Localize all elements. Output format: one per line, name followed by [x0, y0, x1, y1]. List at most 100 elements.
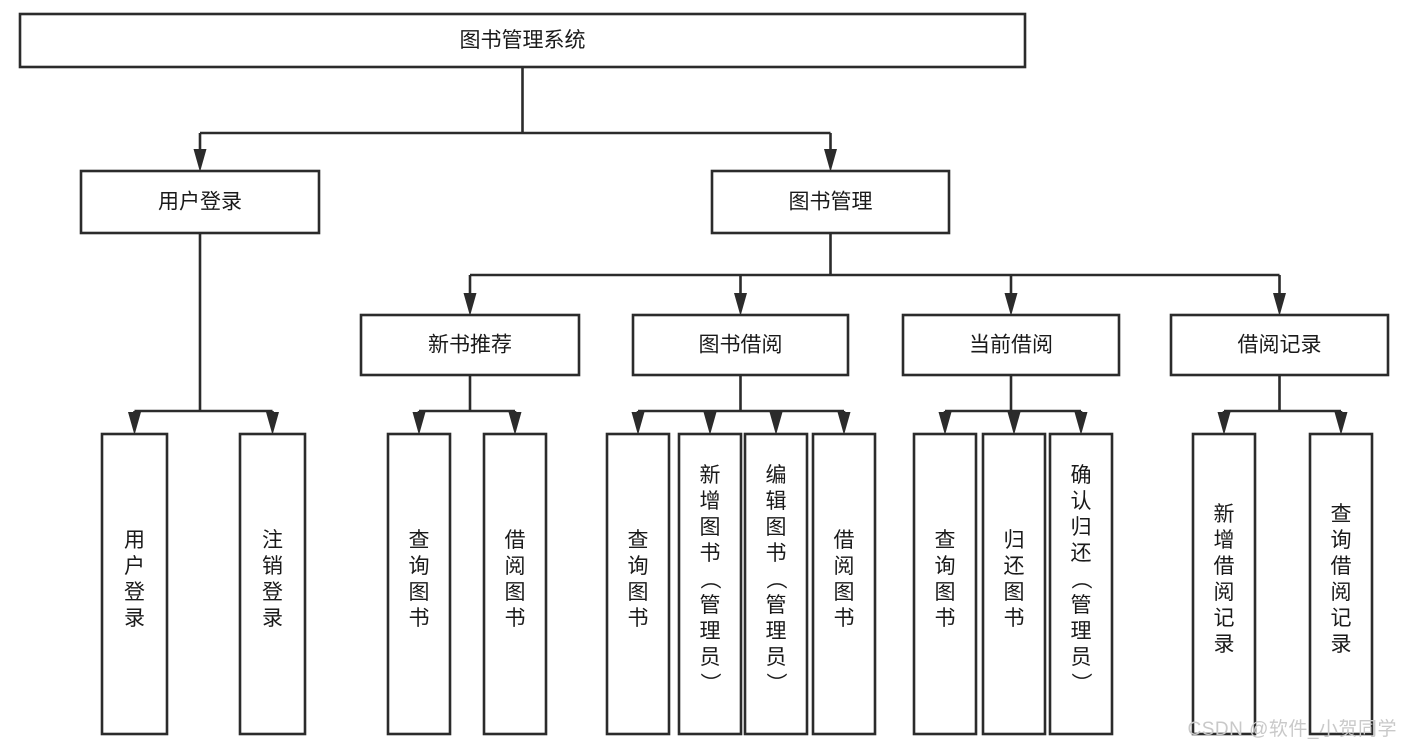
node-label-char: 阅: [1331, 581, 1352, 604]
node-box[interactable]: [359, 313, 581, 377]
node-label-char: 管: [700, 594, 721, 617]
edge-group-n-login: [128, 233, 279, 435]
arrow-head-icon: [1217, 412, 1231, 435]
node-label-char: 图: [505, 581, 526, 604]
node-box[interactable]: [677, 432, 743, 736]
node-box[interactable]: [811, 432, 877, 736]
node-label-char: ）: [698, 673, 721, 694]
node-box[interactable]: [386, 432, 452, 736]
node-box[interactable]: [631, 313, 850, 377]
node-label-char: 归: [1071, 516, 1092, 539]
node-box[interactable]: [1048, 432, 1114, 736]
node-label-char: 新: [1214, 503, 1235, 526]
node-label: 用户登录: [158, 191, 242, 214]
node-box[interactable]: [981, 432, 1047, 736]
node-label-char: 登: [262, 581, 283, 604]
node-n-newrec[interactable]: 新书推荐: [359, 313, 581, 377]
node-box[interactable]: [18, 12, 1027, 69]
node-box[interactable]: [1169, 313, 1390, 377]
node-box[interactable]: [901, 313, 1121, 377]
arrow-head-icon: [412, 412, 426, 435]
edges-layer: [128, 67, 1348, 435]
node-label-char: ）: [1069, 673, 1092, 694]
node-label-char: 询: [935, 555, 956, 578]
node-label-char: 书: [700, 542, 721, 565]
node-label-char: 查: [628, 529, 649, 552]
node-label-char: 注: [262, 529, 283, 552]
node-label-char: 记: [1331, 607, 1352, 630]
node-label-char: 图: [409, 581, 430, 604]
nodes-layer: 图书管理系统用户登录图书管理新书推荐图书借阅当前借阅借阅记录用户登录注销登录查询…: [18, 12, 1390, 736]
arrow-head-icon: [769, 412, 783, 435]
node-label-char: 书: [409, 607, 430, 630]
node-root[interactable]: 图书管理系统: [18, 12, 1027, 69]
node-label-char: 确: [1071, 464, 1092, 487]
arrow-head-icon: [266, 412, 279, 435]
node-box[interactable]: [710, 169, 951, 235]
arrow-head-icon: [1004, 293, 1018, 316]
node-box[interactable]: [1308, 432, 1374, 736]
arrow-head-icon: [631, 412, 645, 435]
node-label-char: 图: [1004, 581, 1025, 604]
node-label-char: 增: [700, 490, 721, 513]
node-label: 图书管理系统: [460, 29, 586, 52]
node-n-current[interactable]: 当前借阅: [901, 313, 1121, 377]
node-label-char: 借: [1331, 555, 1352, 578]
node-label-char: 记: [1214, 607, 1235, 630]
edge-group-root: [193, 67, 837, 172]
node-label-char: 查: [935, 529, 956, 552]
arrow-head-icon: [824, 149, 837, 172]
node-label-char: 管: [1071, 594, 1092, 617]
node-label-char: 书: [935, 607, 956, 630]
node-label-char: 查: [409, 529, 430, 552]
node-box[interactable]: [912, 432, 978, 736]
arrow-head-icon: [837, 412, 851, 435]
node-label-char: 书: [834, 607, 855, 630]
node-label-char: 阅: [1214, 581, 1235, 604]
node-label-char: 员: [1071, 646, 1092, 669]
edge-group-n-record: [1217, 375, 1348, 435]
node-n-login[interactable]: 用户登录: [79, 169, 321, 235]
edge-group-n-newrec: [412, 375, 522, 435]
node-box[interactable]: [79, 169, 321, 235]
node-box[interactable]: [482, 432, 548, 736]
node-label-char: 书: [505, 607, 526, 630]
node-box[interactable]: [605, 432, 671, 736]
node-label-char: 阅: [834, 555, 855, 578]
node-n-bookmg[interactable]: 图书管理: [710, 169, 951, 235]
node-label: 图书借阅: [699, 334, 783, 357]
node-label-char: 书: [1004, 607, 1025, 630]
node-l-login-1[interactable]: 用户登录: [100, 432, 169, 736]
node-label-char: 归: [1004, 529, 1025, 552]
edge-group-n-borrow: [631, 375, 851, 435]
node-label-char: 查: [1331, 503, 1352, 526]
node-n-borrow[interactable]: 图书借阅: [631, 313, 850, 377]
node-label-char: 阅: [505, 555, 526, 578]
node-n-record[interactable]: 借阅记录: [1169, 313, 1390, 377]
node-label-char: 图: [935, 581, 956, 604]
edge-group-n-current: [938, 375, 1088, 435]
node-label-char: 借: [505, 529, 526, 552]
arrow-head-icon: [193, 149, 207, 172]
node-label: 当前借阅: [969, 334, 1053, 357]
node-box[interactable]: [1191, 432, 1257, 736]
node-box[interactable]: [100, 432, 169, 736]
node-box[interactable]: [238, 432, 307, 736]
node-box[interactable]: [743, 432, 809, 736]
node-label-char: 理: [1071, 620, 1092, 643]
node-label-char: 增: [1214, 529, 1235, 552]
node-label-char: 员: [766, 646, 787, 669]
node-label-char: 图: [628, 581, 649, 604]
